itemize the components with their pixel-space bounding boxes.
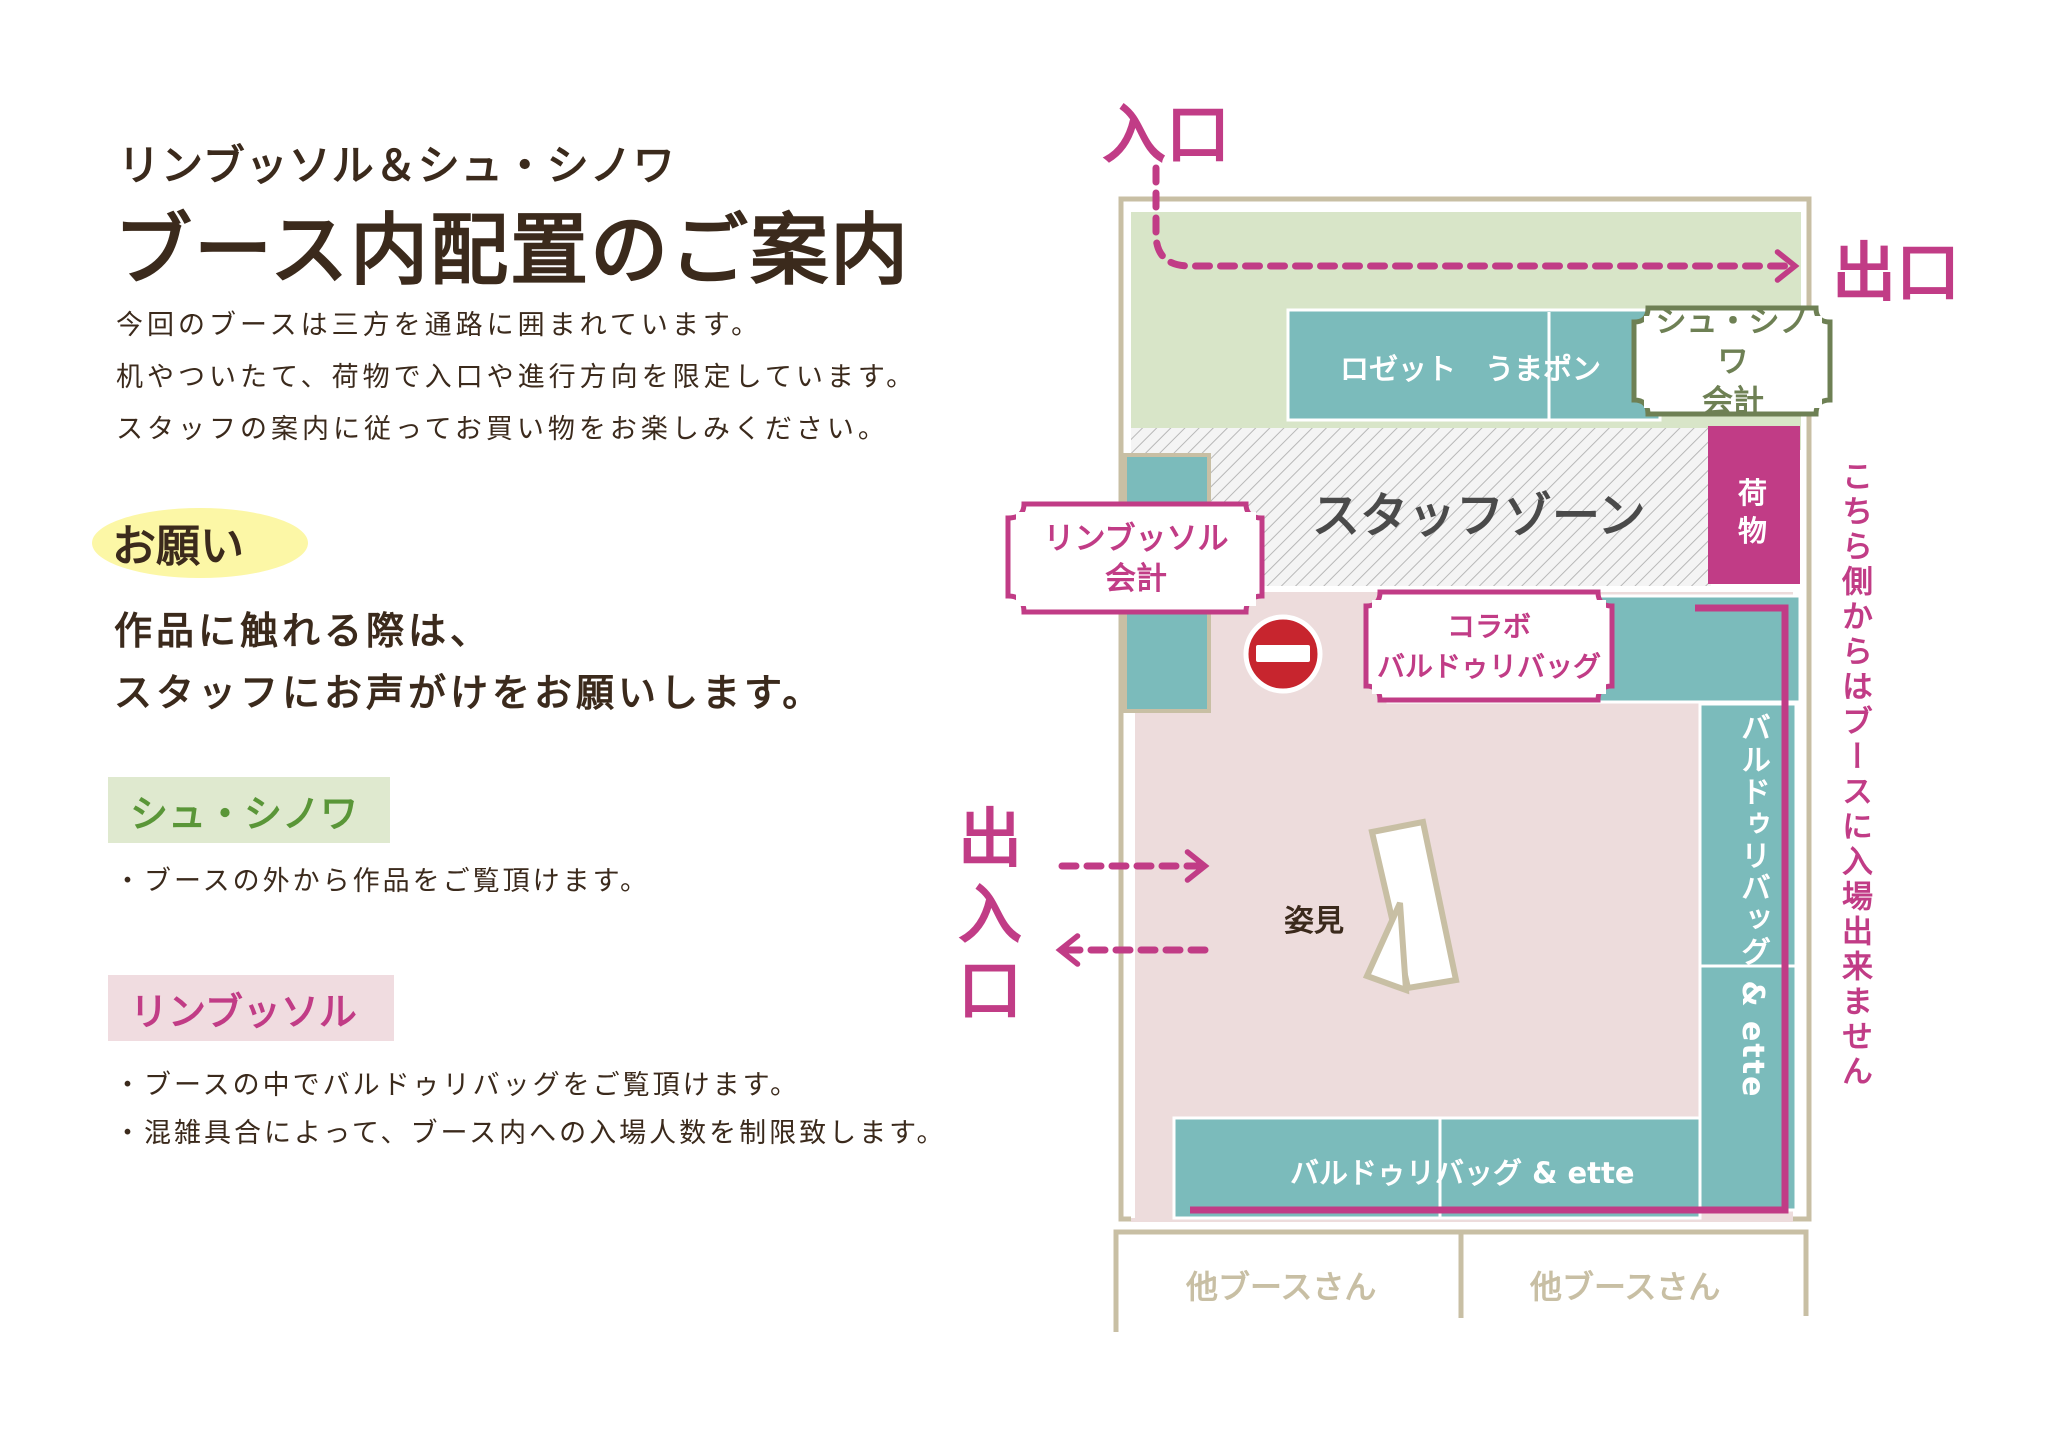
luggage-label: 荷物 — [1738, 476, 1768, 548]
mirror-label: 姿見 — [1284, 904, 1344, 939]
bullet-item: ・混雑具合によって、ブース内への入場人数を制限致します。 — [114, 1118, 947, 1149]
desk-right-label: バルドゥリバッグ & ette — [1735, 712, 1770, 1099]
shu-counter-sub: 会計 — [1702, 384, 1764, 420]
request-label: お願い — [112, 521, 244, 572]
side-note: こちら側からはブースに入場出来ません — [1836, 460, 1872, 1090]
page-title: ブース内配置のご案内 — [114, 206, 911, 296]
other-booth-left: 他ブースさん — [1186, 1268, 1377, 1306]
no-entry-icon — [1243, 614, 1323, 694]
request-badge — [92, 508, 308, 578]
intro-text: 今回のブースは三方を通路に囲まれています。 机やついたて、荷物で入口や進行方向を… — [116, 300, 917, 456]
barrier-line — [1190, 604, 1789, 1214]
collab-counter: コラボ バルドゥリバッグ — [1372, 600, 1606, 694]
staff-zone-label: スタッフゾーン — [1312, 488, 1646, 544]
collab-counter-name: バルドゥリバッグ — [1376, 650, 1601, 683]
desk-bottom-label: バルドゥリバッグ & ette — [1290, 1156, 1635, 1190]
desk-bottom — [1172, 1116, 1702, 1220]
luggage-block — [1708, 426, 1800, 584]
rin-counter-name: リンブッソル — [1043, 521, 1229, 557]
brand-shu-bullets: ・ブースの外から作品をご覧頂けます。 — [114, 858, 650, 906]
desk-top — [1286, 308, 1662, 422]
entrance-label: 入口 — [1102, 99, 1230, 173]
intro-line: 机やついたて、荷物で入口や進行方向を限定しています。 — [116, 362, 918, 393]
mirror-shape — [1362, 818, 1460, 995]
desk-right — [1698, 702, 1798, 1212]
shu-counter: シュ・シノワ 会計 — [1644, 304, 1822, 420]
entrance-arrow — [1152, 164, 1800, 283]
shu-counter-name: シュ・シノワ — [1655, 304, 1811, 380]
brand-rin-bullets: ・ブースの中でバルドゥリバッグをご覧頂けます。 ・混雑具合によって、ブース内への… — [114, 1062, 946, 1158]
desk-top-label: ロゼット うまポン — [1340, 352, 1602, 386]
brand-rin-label: リンブッソル — [108, 975, 394, 1041]
entrance-exit-label: 出入口 — [958, 803, 1022, 1029]
intro-line: 今回のブースは三方を通路に囲まれています。 — [116, 310, 763, 341]
rin-counter: リンブッソル 会計 — [1016, 512, 1256, 606]
bullet-item: ・ブースの外から作品をご覧頂けます。 — [114, 866, 650, 897]
brand-shu-label: シュ・シノワ — [108, 777, 390, 843]
rin-counter-sub: 会計 — [1105, 561, 1167, 597]
subtitle: リンブッソル＆シュ・シノワ — [118, 141, 676, 190]
exit-label: 出口 — [1832, 237, 1960, 311]
request-text: 作品に触れる際は、 スタッフにお声がけをお願いします。 — [114, 600, 824, 724]
request-line: スタッフにお声がけをお願いします。 — [114, 671, 825, 715]
bullet-item: ・ブースの中でバルドゥリバッグをご覧頂けます。 — [114, 1070, 800, 1101]
other-booth-right: 他ブースさん — [1530, 1268, 1721, 1306]
intro-line: スタッフの案内に従ってお買い物をお楽しみください。 — [116, 414, 889, 445]
collab-counter-title: コラボ — [1446, 610, 1531, 643]
request-line: 作品に触れる際は、 — [114, 609, 493, 653]
